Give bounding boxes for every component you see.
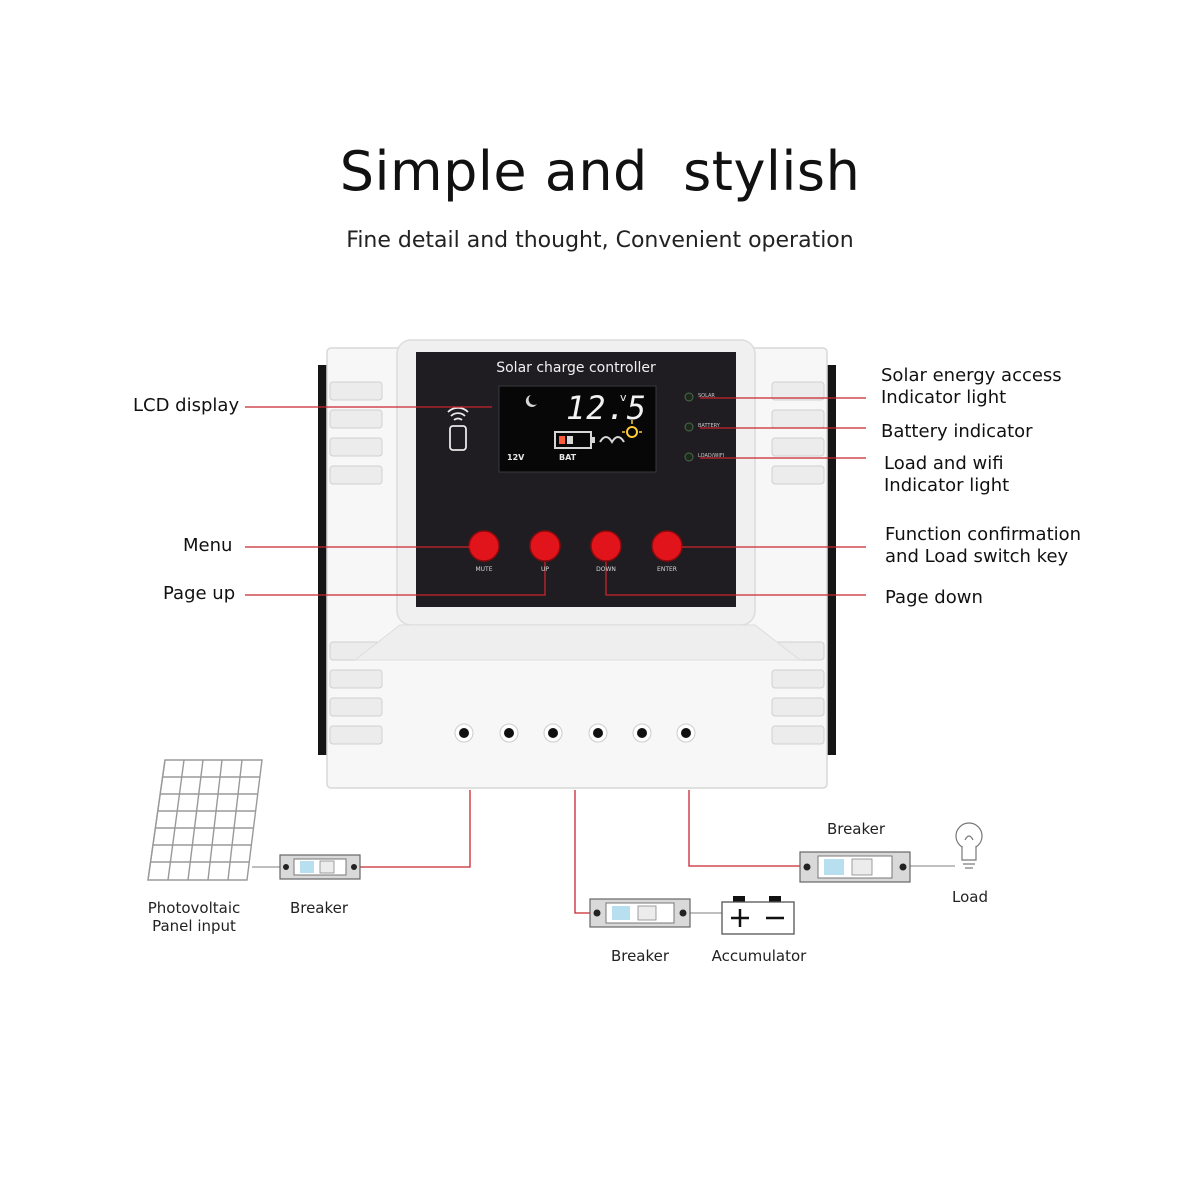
callout-lcd-display: LCD display <box>133 395 240 416</box>
breaker-left-icon <box>279 854 361 880</box>
indicator-label-load-wifi: LOAD/WIFI <box>698 453 725 459</box>
label-breaker-right: Breaker <box>826 820 886 838</box>
vents-bottom-left <box>329 641 383 745</box>
vents-top-left <box>329 381 383 485</box>
phone-icon <box>449 425 467 451</box>
lcd-screen <box>498 385 657 473</box>
button-label-enter: ENTER <box>657 566 677 573</box>
callout-menu: Menu <box>183 535 233 556</box>
label-pv-panel: Photovoltaic Panel input <box>147 899 241 935</box>
callout-page-down: Page down <box>885 587 983 608</box>
accumulator-icon <box>721 896 795 935</box>
pv-panel-icon <box>147 759 263 881</box>
mute-button <box>468 530 500 562</box>
wifi-icon <box>447 406 469 421</box>
label-accumulator: Accumulator <box>711 947 807 965</box>
panel-title: Solar charge controller <box>496 360 656 376</box>
lcd-system-voltage: 12V <box>507 453 525 462</box>
callout-lines <box>245 397 866 596</box>
lcd-battery-label: BAT <box>559 453 577 462</box>
buttons-group <box>468 530 683 562</box>
vents-top-right <box>771 381 825 485</box>
indicator-label-solar: SOLAR <box>698 393 715 399</box>
load-wifi-led <box>684 452 694 462</box>
lcd-voltage: 12.5 <box>566 389 648 427</box>
moon-icon <box>525 395 537 407</box>
wiring-lines <box>360 790 800 914</box>
callout-battery-indicator: Battery indicator <box>881 421 1033 442</box>
label-load: Load <box>952 888 988 906</box>
battery-level-icon <box>554 431 595 449</box>
callout-load-wifi: Load and wifi Indicator light <box>884 453 1010 496</box>
breaker-middle-icon <box>589 898 691 928</box>
indicator-label-battery: BATTERY <box>698 423 720 429</box>
lcd-unit: v <box>620 391 627 404</box>
label-breaker-left: Breaker <box>289 899 349 917</box>
button-label-down: DOWN <box>596 566 616 573</box>
label-breaker-middle: Breaker <box>610 947 670 965</box>
callout-function-key: Function confirmation and Load switch ke… <box>885 524 1082 567</box>
load-icon <box>599 436 625 444</box>
button-label-up: UP <box>540 566 549 573</box>
callout-solar-indicator: Solar energy access Indicator light <box>881 365 1062 408</box>
enter-button <box>651 530 683 562</box>
down-button <box>590 530 622 562</box>
bulb-icon <box>626 426 638 438</box>
light-bulb-icon <box>955 822 983 869</box>
up-button <box>529 530 561 562</box>
battery-led <box>684 422 694 432</box>
callout-page-up: Page up <box>163 583 236 604</box>
terminal-screws <box>454 723 696 743</box>
page-subtitle: Fine detail and thought, Convenient oper… <box>346 228 854 253</box>
solar-led <box>684 392 694 402</box>
breaker-right-icon <box>799 851 911 883</box>
button-label-mute: MUTE <box>475 566 493 573</box>
page-title: Simple and stylish <box>339 140 861 203</box>
